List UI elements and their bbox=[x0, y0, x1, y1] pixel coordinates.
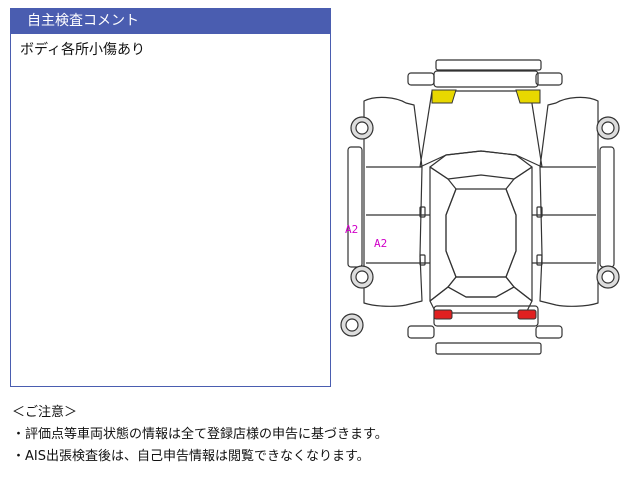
left-side-strip bbox=[347, 146, 363, 268]
right-side-strip bbox=[599, 146, 615, 268]
rear-window bbox=[447, 276, 515, 298]
trunk bbox=[429, 286, 533, 314]
front-bumper-left-light bbox=[407, 72, 435, 86]
damage-mark-side: A2 bbox=[345, 223, 358, 236]
wheel-front-left bbox=[350, 116, 374, 140]
front-left-headlight-yellow bbox=[431, 89, 457, 104]
wheel-front-right bbox=[596, 116, 620, 140]
rear-bumper-right bbox=[535, 325, 563, 339]
damage-mark-door: A2 bbox=[374, 237, 387, 250]
wheel-rear-left bbox=[350, 265, 374, 289]
right-doors bbox=[505, 166, 533, 302]
spare-wheel bbox=[340, 313, 364, 337]
front-grille bbox=[433, 70, 539, 88]
rear-left-taillight-red bbox=[433, 309, 453, 320]
rear-bumper-lower bbox=[435, 342, 542, 355]
comment-text: ボディ各所小傷あり bbox=[20, 42, 146, 58]
right-side-roof bbox=[532, 166, 596, 264]
rear-bumper-left bbox=[407, 325, 435, 339]
vehicle-damage-diagram: A2 A2 bbox=[340, 59, 620, 355]
front-bumper-right-light bbox=[535, 72, 563, 86]
roof bbox=[445, 188, 517, 278]
notes-line-2: ・AIS出張検査後は、自己申告情報は閲覧できなくなります。 bbox=[12, 449, 370, 464]
left-side-roof bbox=[366, 166, 430, 264]
left-handle bbox=[419, 254, 426, 266]
front-bumper-upper bbox=[435, 59, 542, 71]
inspection-comment-panel: 自主検査コメント ボディ各所小傷あり bbox=[10, 8, 331, 387]
right-handle bbox=[536, 254, 543, 266]
rear-right-taillight-red bbox=[517, 309, 537, 320]
left-mirror bbox=[419, 206, 426, 218]
wheel-rear-right bbox=[596, 265, 620, 289]
panel-title: 自主検査コメント bbox=[11, 9, 330, 34]
windshield bbox=[429, 150, 533, 180]
right-side-body bbox=[539, 96, 599, 307]
front-right-headlight-yellow bbox=[515, 89, 541, 104]
notes-heading: ＜ご注意＞ bbox=[12, 405, 78, 420]
notes-section: ＜ご注意＞ ・評価点等車両状態の情報は全て登録店様の申告に基づきます。 ・AIS… bbox=[12, 402, 388, 468]
left-doors bbox=[429, 166, 457, 302]
right-mirror bbox=[536, 206, 543, 218]
notes-line-1: ・評価点等車両状態の情報は全て登録店様の申告に基づきます。 bbox=[12, 427, 388, 442]
